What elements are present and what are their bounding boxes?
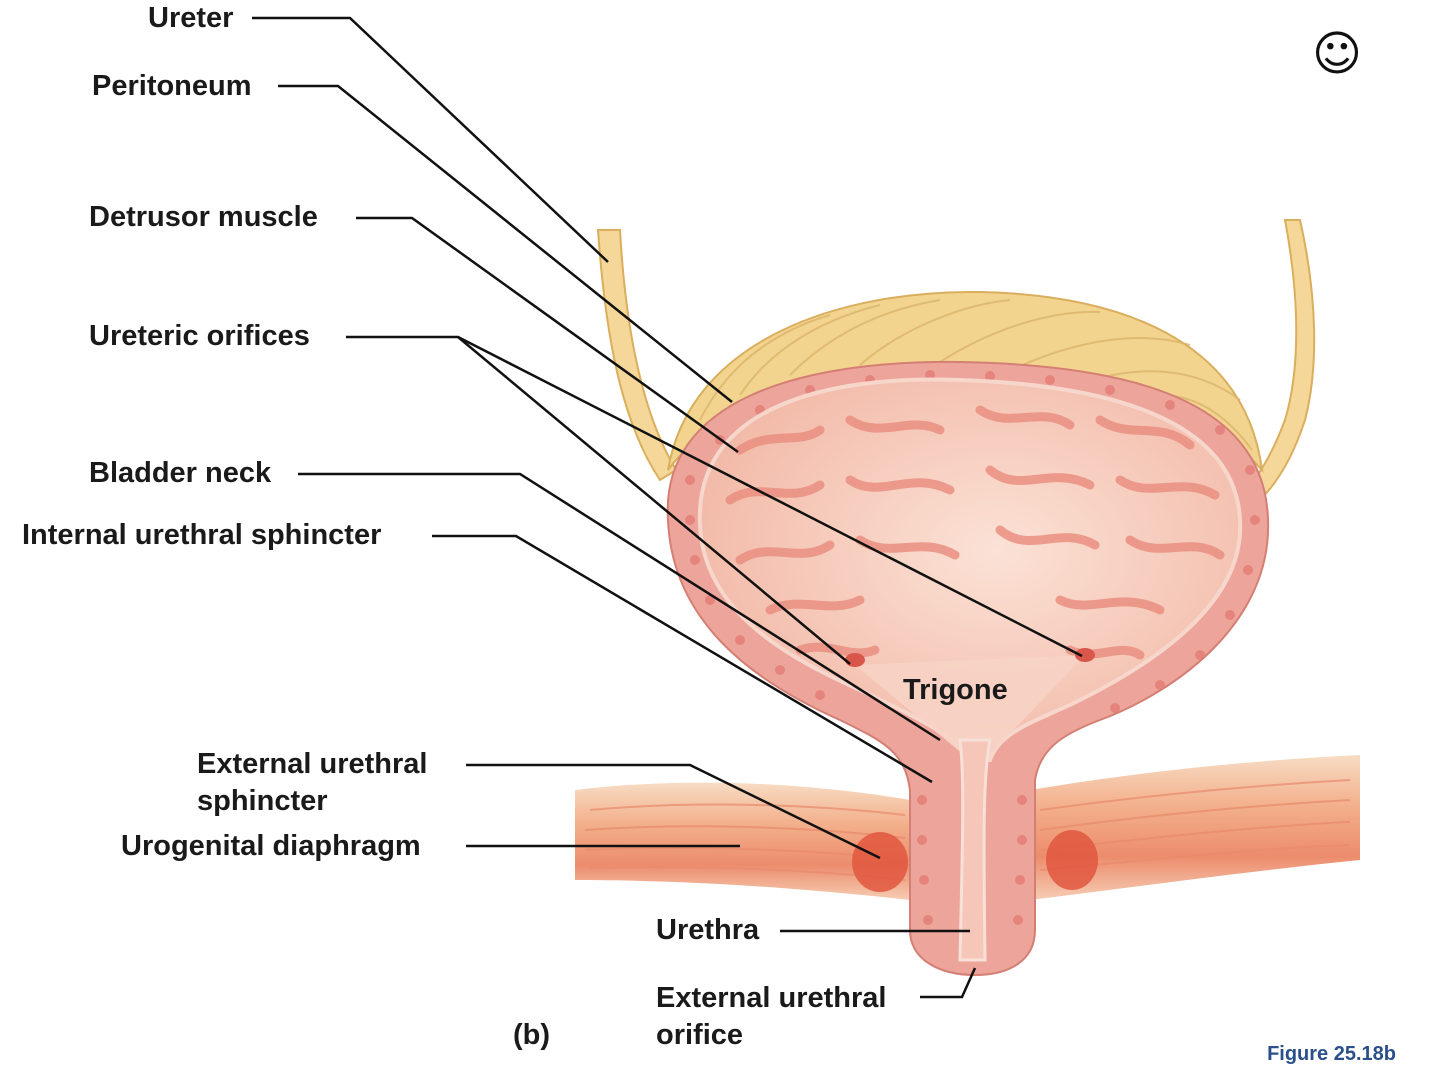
figure-caption: Figure 25.18b — [1267, 1043, 1396, 1065]
smiley-icon: ☺ — [1312, 26, 1363, 82]
label-bladder-neck: Bladder neck — [89, 457, 272, 489]
leader-peritoneum — [278, 84, 733, 403]
panel-label: (b) — [513, 1019, 551, 1051]
label-ureter: Ureter — [148, 2, 234, 34]
leader-external-orifice — [920, 967, 977, 999]
leader-lines — [252, 16, 1083, 999]
leader-internal-sphincter — [432, 534, 933, 784]
label-urogenital-diaphragm: Urogenital diaphragm — [121, 830, 421, 862]
urogenital-diaphragm-shape — [575, 755, 1360, 900]
leader-ureter — [252, 16, 609, 263]
leader-detrusor — [356, 216, 739, 454]
label-ureteric-orifices: Ureteric orifices — [89, 320, 310, 352]
label-internal-urethral-sphincter: Internal urethral sphincter — [22, 519, 382, 551]
label-external-urethral-orifice-2: orifice — [656, 1019, 744, 1051]
peritoneum-shape — [667, 290, 1264, 474]
label-peritoneum: Peritoneum — [92, 70, 252, 102]
leader-ureteric-orifices-b — [457, 335, 1083, 658]
leader-bladder-neck — [298, 472, 941, 742]
label-external-urethral-sphincter-1: External urethral — [197, 748, 428, 780]
label-urethra: Urethra — [656, 914, 760, 946]
mucosa-shape — [697, 377, 1243, 962]
label-external-urethral-sphincter-2: sphincter — [197, 785, 328, 817]
label-external-urethral-orifice-1: External urethral — [656, 982, 887, 1014]
leader-external-sphincter — [466, 763, 881, 860]
label-trigone: Trigone — [903, 674, 1008, 706]
label-detrusor-muscle: Detrusor muscle — [89, 201, 318, 233]
